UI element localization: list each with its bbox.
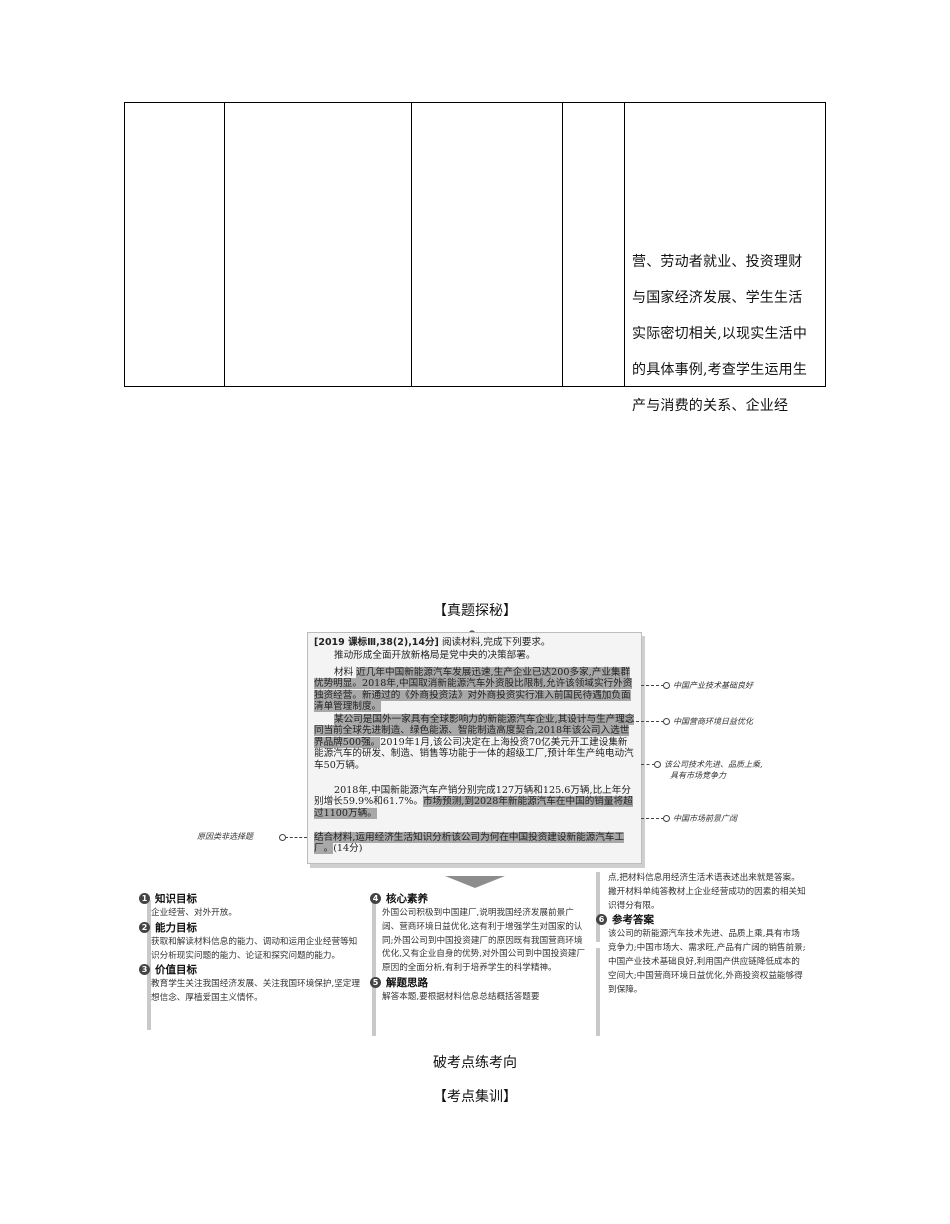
question-source: [2019 课标Ⅲ,38(2),14分] — [314, 637, 439, 648]
section-title: 价值目标 — [155, 964, 197, 977]
cell-line: 营、劳动者就业、投资理财 — [632, 254, 803, 270]
annotation-note: 中国产业技术基础良好 — [673, 681, 753, 690]
summary-column-3: 点,把材料信息用经济生活术语表述出来就是答案。撇开材料单纯答教材上企业经营成功的… — [596, 872, 808, 997]
question-head: [2019 课标Ⅲ,38(2),14分] 阅读材料,完成下列要求。 — [314, 637, 636, 648]
section-body: 该公司的新能源汽车技术先进、品质上乘,具有市场竞争力;中国市场大、需求旺,产品有… — [608, 929, 806, 995]
question-prompt: 阅读材料,完成下列要求。 — [441, 637, 551, 648]
question-card: [2019 课标Ⅲ,38(2),14分] 阅读材料,完成下列要求。 推动形成全面… — [307, 632, 642, 864]
annotation-note: 具有市场竞争力 — [670, 771, 726, 780]
question-task: 结合材料,运用经济生活知识分析该公司为何在中国投资建设新能源汽车工厂。(14分) — [314, 832, 636, 855]
section-title: 能力目标 — [155, 921, 197, 934]
section-body: 点,把材料信息用经济生活术语表述出来就是答案。撇开材料单纯答教材上企业经营成功的… — [608, 873, 806, 911]
cell-line: 实际密切相关,以现实生活中 — [632, 326, 808, 342]
section-title: 解题思路 — [386, 976, 428, 989]
heading-pokao: 破考点练考向 — [433, 1055, 517, 1071]
material-text: 2019年1月,该公司决定在上海投资70亿美元开工建设集新能源汽车的研发、制造、… — [314, 736, 634, 771]
summary-column-2: 4 核心素养 外国公司积极到中国建厂,说明我国经济发展前景广阔、营商环境日益优化,… — [370, 892, 588, 1005]
section-title: 核心素养 — [386, 893, 428, 905]
annotation-note: 中国市场前景广阔 — [673, 814, 737, 823]
cell-line: 与国家经济发展、学生生活 — [632, 290, 803, 306]
material-para-1: 材料 近几年中国新能源汽车发展迅速,生产企业已达200多家,产业集群优势明显。2… — [314, 667, 636, 713]
annotation-note: 原因类非选择题 — [197, 832, 253, 841]
section-body: 教育学生关注我国经济发展、关注我国环境保护,坚定理想信念、厚植爱国主义情怀。 — [151, 979, 360, 1004]
cell-line: 的具体事例,考查学生运用生 — [632, 362, 808, 378]
down-arrow-icon — [445, 876, 505, 888]
exam-figure: [2019 课标Ⅲ,38(2),14分] 阅读材料,完成下列要求。 推动形成全面… — [139, 630, 829, 1040]
highlight-text: 近几年中国新能源汽车发展迅速,生产企业已达200多家,产业集群优势明显。2018… — [314, 667, 633, 713]
section-body: 企业经营、对外开放。 — [151, 908, 237, 918]
number-badge: 1 — [139, 893, 150, 904]
number-badge: 5 — [370, 976, 381, 988]
material-label: 材料 — [334, 667, 354, 678]
question-intro: 推动形成全面开放新格局是党中央的决策部署。 — [334, 650, 536, 661]
question-score: (14分) — [333, 843, 363, 855]
annotation-note: 中国营商环境日益优化 — [673, 717, 753, 726]
cell-line: 产与消费的关系、企业经 — [632, 398, 789, 414]
table-cell-text: 营、劳动者就业、投资理财 与国家经济发展、学生生活 实际密切相关,以现实生活中 … — [632, 244, 822, 424]
material-para-2: 某公司是国外一家具有全球影响力的新能源汽车企业,其设计与生产理念同当前全球先进制… — [314, 714, 636, 771]
material-text: 2018年,中国新能源汽车产销分别完成127万辆和125.6万辆,比上年分别增长… — [314, 785, 631, 808]
annotation-note: 该公司技术先进、品质上乘, — [664, 760, 763, 769]
section-body: 外国公司积极到中国建厂,说明我国经济发展前景广阔、营商环境日益优化,这有利于增强… — [382, 908, 586, 974]
number-badge: 6 — [596, 914, 607, 926]
section-title: 参考答案 — [612, 914, 654, 927]
number-badge: 4 — [370, 893, 381, 904]
heading-kaodian: 【考点集训】 — [433, 1089, 517, 1105]
section-body: 解答本题,要根据材料信息总结概括答题要 — [382, 991, 540, 1002]
section-body: 获取和解读材料信息的能力、调动和运用企业经营等知识分析现实问题的能力、论证和探究… — [151, 936, 358, 961]
heading-zhenti: 【真题探秘】 — [433, 603, 517, 619]
summary-column-1: 1 知识目标 企业经营、对外开放。 2 能力目标 获取和解读材料信息的能力、调动和运… — [139, 892, 364, 1006]
section-title: 知识目标 — [155, 893, 197, 905]
material-para-3: 2018年,中国新能源汽车产销分别完成127万辆和125.6万辆,比上年分别增长… — [314, 785, 636, 819]
number-badge: 3 — [139, 964, 150, 976]
number-badge: 2 — [139, 921, 150, 933]
